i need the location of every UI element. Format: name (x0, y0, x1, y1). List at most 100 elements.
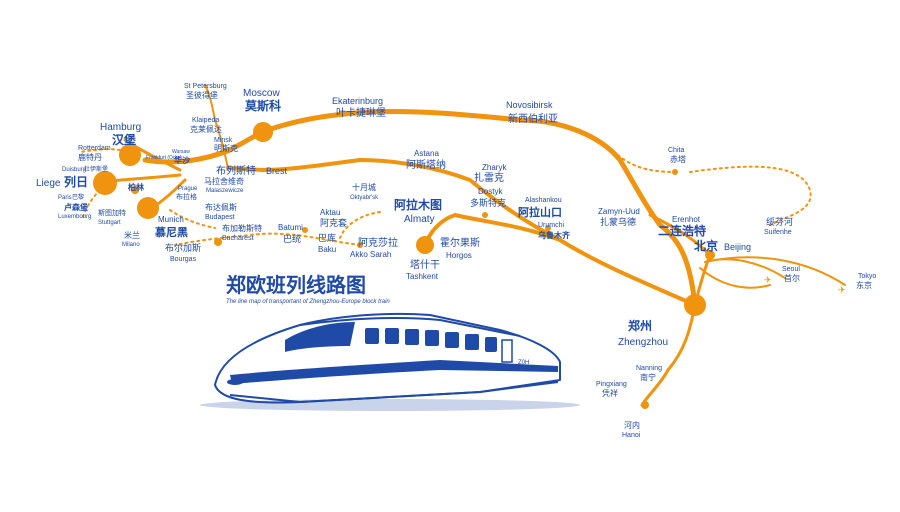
dotted-chita (689, 165, 812, 226)
label-prague-cn: 布拉格 (176, 192, 197, 201)
label-seoul-cn: 首尔 (784, 273, 800, 283)
label-ekaterinburg-en: Ekaterinburg (332, 96, 383, 106)
dotted-routes (79, 148, 812, 246)
label-hanoi-en: Hanoi (622, 432, 641, 439)
node-moscow (253, 122, 273, 142)
label-bourgas-en: Bourgas (170, 256, 197, 263)
train-window (365, 328, 379, 344)
route-seoul (704, 258, 786, 279)
label-pingxiang-en: Pingxiang (596, 381, 627, 388)
node-alashankou (545, 225, 551, 231)
label-suifenhe-cn: 绥芬河 (766, 216, 793, 228)
label-bourgas-cn: 布尔加斯 (165, 242, 201, 254)
map-subtitle: The line map of transportant of Zhengzho… (226, 299, 390, 305)
node-beijing (705, 250, 715, 260)
dotted-caspian (174, 232, 361, 246)
plane-icon: ✈ (838, 286, 846, 296)
train-illustration: Z0H (200, 312, 580, 411)
label-liege-cn: 列日 (64, 174, 88, 189)
train-windshield (285, 322, 355, 352)
label-moscow-en: Moscow (243, 88, 280, 99)
label-novosibirsk-en: Novosibirsk (506, 100, 553, 110)
label-bucharest-en: Bucharest (222, 235, 254, 242)
node-munich (137, 197, 159, 219)
label-tashkent-en: Tashkent (406, 272, 439, 281)
label-tashkent-cn: 塔什干 (410, 258, 440, 271)
label-erenhot-cn: 二连浩特 (658, 223, 706, 238)
train-window (385, 328, 399, 344)
label-frankfurt-en: Frankfurt (Oder) (146, 155, 182, 161)
label-nanning-cn: 南宁 (640, 372, 656, 382)
train-shadow (200, 399, 580, 411)
route-tokyo (704, 256, 846, 286)
label-novosibirsk-cn: 新西伯利亚 (508, 112, 558, 125)
label-brest-cn: 布列斯特 (216, 164, 256, 177)
label-tokyo-cn: 东京 (856, 280, 872, 290)
plane-icon: ✈ (764, 276, 772, 286)
label-malaszewicze-cn: 马拉舍维奇 (204, 176, 244, 186)
city-labels: St Petersburg 圣彼得堡 Moscow 莫斯科 Ekaterinbu… (36, 83, 876, 439)
label-dostyk-cn: 多斯特克 (470, 197, 506, 209)
label-zhengzhou-cn: 郑州 (628, 318, 652, 333)
label-zamynuud-cn: 扎蒙乌德 (600, 216, 636, 228)
label-hanoi-cn: 河内 (624, 420, 640, 430)
label-klaipeda-cn: 克莱佩达 (190, 124, 222, 134)
train-window (445, 332, 459, 348)
label-paris-cn: 巴黎 (72, 193, 84, 201)
label-baku-en: Baku (318, 245, 336, 254)
label-munich-en: Munich (158, 215, 184, 224)
label-milano-en: Milano (122, 242, 140, 248)
route-eu-minsk (204, 84, 229, 169)
label-zhengzhou-en: Zhengzhou (618, 337, 668, 348)
route-western (226, 158, 697, 307)
label-malaszewicze-en: Malaszewicze (206, 188, 244, 194)
train-badge: Z0H (518, 360, 529, 366)
dotted-rotterdam (79, 148, 121, 153)
route-eu-hamburg (123, 138, 182, 172)
label-luxembourg-cn: 卢森堡 (64, 202, 88, 212)
label-chita-cn: 赤塔 (670, 154, 686, 164)
label-warsaw-en: Warsaw (172, 149, 190, 155)
label-warsaw-cn: 华沙 (174, 155, 190, 165)
label-suifenhe-en: Suifenhe (764, 229, 792, 236)
label-zharyk-en: Zharyk (482, 163, 507, 172)
train-window (425, 330, 439, 346)
train-window (465, 334, 479, 350)
label-tokyo-en: Tokyo (858, 273, 876, 280)
label-moscow-cn: 莫斯科 (245, 98, 281, 113)
label-chita-en: Chita (668, 147, 684, 154)
label-astana-en: Astana (414, 149, 439, 158)
label-baku-cn: 巴库 (318, 232, 336, 244)
node-chita (672, 169, 678, 175)
node-hanoi (641, 401, 649, 409)
label-alashankou-en: Alashankou (525, 197, 562, 204)
label-hamburg-cn: 汉堡 (112, 132, 136, 147)
label-seoul-en: Seoul (782, 266, 800, 273)
label-horgos-cn: 霍尔果斯 (440, 236, 480, 249)
node-zhengzhou (684, 294, 706, 316)
nodes (93, 122, 715, 409)
label-pingxiang-cn: 凭祥 (602, 388, 618, 398)
label-budapest-cn: 布达佩斯 (205, 202, 237, 212)
label-bucharest-cn: 布加勒斯特 (222, 223, 262, 233)
label-liege-en: Liege (36, 178, 61, 189)
route-south (640, 303, 697, 407)
label-akkosarah-en: Akko Sarah (350, 250, 391, 259)
node-liege (93, 171, 117, 195)
dotted-chita-link (617, 154, 676, 173)
train-stripe (230, 360, 558, 384)
label-beijing-en: Beijing (724, 242, 751, 252)
route-mongolia (648, 213, 712, 257)
node-akkosarah (357, 242, 363, 248)
train-undercarriage (229, 381, 559, 403)
dotted-balkan (169, 209, 216, 229)
label-almaty-en: Almaty (404, 214, 435, 225)
train-windows (365, 328, 497, 352)
label-rotterdam-cn: 鹿特丹 (78, 152, 102, 162)
label-alashankou-cn: 阿拉山口 (518, 205, 562, 219)
label-urumchi-cn: 乌鲁木齐 (538, 230, 571, 240)
node-bourgas (214, 238, 222, 246)
label-paris-en: Paris (58, 195, 72, 201)
node-hamburg (119, 144, 141, 166)
label-stuttgart-cn: 斯图加特 (98, 208, 126, 217)
